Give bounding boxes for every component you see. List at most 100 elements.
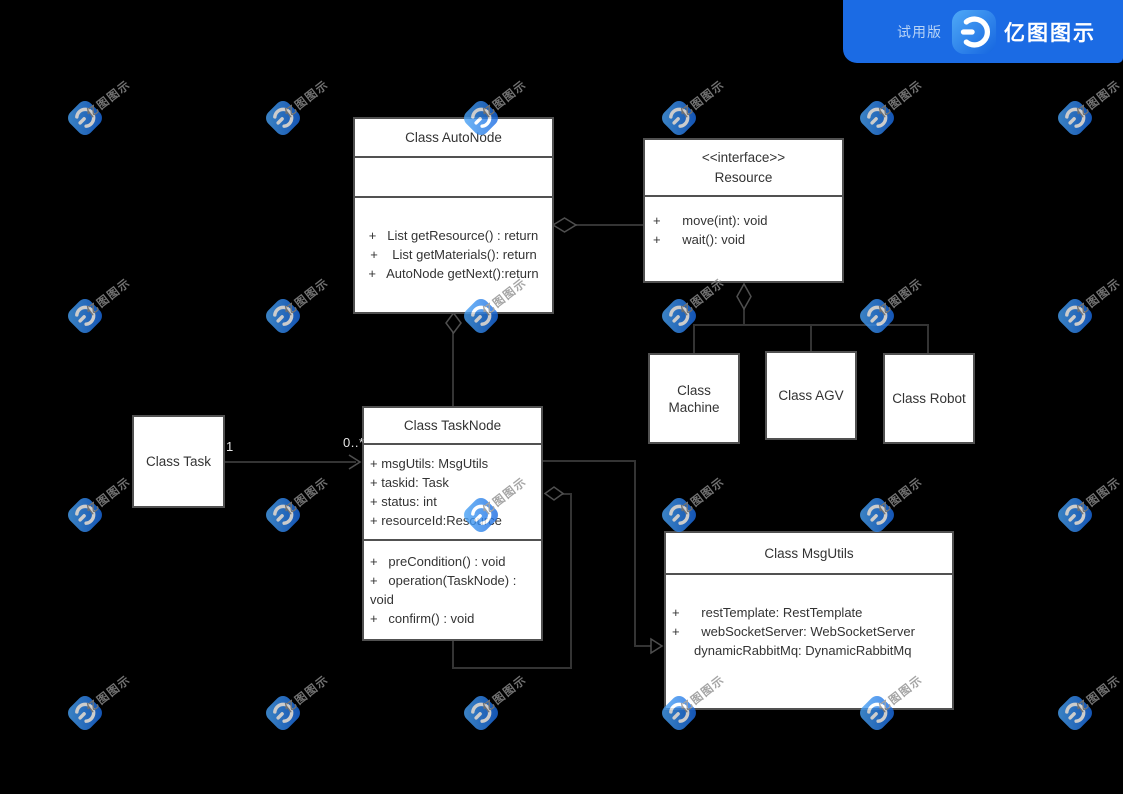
attribute-line: + restTemplate: RestTemplate	[672, 605, 863, 620]
watermark-logo-icon	[266, 101, 300, 135]
open-arrowhead-icon	[348, 454, 362, 470]
class-box-autonode[interactable]: Class AutoNode + List getResource() : re…	[353, 117, 554, 314]
watermark-logo-icon	[266, 497, 300, 532]
watermark-text: 亿图图示	[1074, 475, 1123, 517]
trial-version-label: 试用版	[897, 23, 942, 40]
methods-section: + List getResource() : return + List get…	[355, 198, 552, 283]
watermark-text: 亿图图示	[84, 475, 134, 517]
attribute-line: + status: int	[370, 494, 437, 509]
connector-segment	[452, 667, 572, 669]
attributes-section	[355, 158, 552, 198]
attribute-line: + taskid: Task	[370, 475, 449, 490]
method-line: void	[370, 592, 394, 607]
class-box-msgutils[interactable]: Class MsgUtils + restTemplate: RestTempl…	[664, 531, 954, 710]
class-title: Class TaskNode	[364, 408, 541, 445]
watermark-text: 亿图图示	[876, 78, 926, 121]
connector-segment	[561, 493, 572, 495]
method-line: + List getMaterials(): return	[370, 247, 537, 262]
connector-segment	[634, 645, 651, 647]
watermark-text: 亿图图示	[876, 277, 926, 319]
watermark-logo-icon	[464, 696, 498, 730]
class-box-tasknode[interactable]: Class TaskNode + msgUtils: MsgUtils + ta…	[362, 406, 543, 641]
watermark-text: 亿图图示	[480, 78, 530, 121]
brand-name-label: 亿图图示	[1004, 21, 1096, 45]
connector-resource-machine	[693, 324, 695, 353]
watermark-logo-icon	[860, 299, 894, 334]
watermark-text: 亿图图示	[282, 78, 332, 121]
methods-section: + preCondition() : void + operation(Task…	[364, 541, 541, 628]
attributes-section: + msgUtils: MsgUtils + taskid: Task + st…	[364, 445, 541, 541]
aggregation-diamond-icon	[736, 283, 752, 310]
watermark-logo-icon	[1058, 497, 1092, 532]
class-box-machine[interactable]: Class Machine	[648, 353, 740, 444]
watermark-logo-icon	[68, 299, 102, 334]
watermark-logo-icon	[266, 696, 300, 730]
method-line: + preCondition() : void	[370, 554, 506, 569]
aggregation-diamond-icon	[552, 217, 577, 233]
methods-section: + move(int): void + wait(): void	[645, 197, 842, 249]
watermark-logo-icon	[1058, 696, 1092, 730]
watermark-text: 亿图图示	[282, 475, 332, 517]
watermark-logo-icon	[1058, 299, 1092, 334]
watermark-logo-icon	[662, 101, 696, 135]
attribute-line: + webSocketServer: WebSocketServer	[672, 624, 915, 639]
connector-segment	[452, 641, 454, 668]
class-title: Class Task	[145, 454, 212, 469]
watermark-text: 亿图图示	[678, 78, 728, 121]
class-title: Class AutoNode	[355, 119, 552, 158]
watermark-logo-icon	[266, 299, 300, 334]
attribute-line: dynamicRabbitMq: DynamicRabbitMq	[694, 643, 912, 658]
edraw-logo-icon	[951, 9, 997, 54]
watermark-logo-icon	[662, 497, 696, 532]
watermark-logo-icon	[860, 497, 894, 532]
stereotype-label: <<interface>>	[701, 149, 786, 165]
trial-badge[interactable]: 试用版 亿图图示	[843, 0, 1123, 63]
watermark-logo-icon	[68, 696, 102, 730]
connector-segment	[743, 308, 745, 325]
method-line: + operation(TaskNode) :	[370, 573, 517, 588]
watermark-text: 亿图图示	[84, 78, 134, 121]
method-line: + move(int): void	[653, 213, 768, 228]
watermark-text: 亿图图示	[282, 277, 332, 319]
watermark-logo-icon	[68, 497, 102, 532]
watermark-text: 亿图图示	[480, 673, 530, 716]
connector-segment	[634, 460, 636, 647]
method-line: + confirm() : void	[370, 611, 475, 626]
multiplicity-label: 0..*	[343, 435, 365, 450]
watermark-logo-icon	[860, 101, 894, 135]
watermark-text: 亿图图示	[1074, 673, 1123, 716]
class-title: Class Robot	[892, 391, 966, 406]
class-box-agv[interactable]: Class AGV	[765, 351, 857, 440]
aggregation-diamond-icon	[445, 312, 462, 334]
connector-resource-robot	[927, 324, 929, 353]
class-box-robot[interactable]: Class Robot	[883, 353, 975, 444]
connector-autonode-resource	[576, 224, 643, 226]
connector-resource-agv	[810, 324, 812, 351]
watermark-text: 亿图图示	[84, 277, 134, 319]
attributes-section: + restTemplate: RestTemplate + webSocket…	[666, 575, 952, 660]
watermark-text: 亿图图示	[1074, 78, 1123, 121]
method-line: + List getResource() : return	[368, 228, 539, 243]
watermark-logo-icon	[1058, 101, 1092, 135]
method-line: + wait(): void	[653, 232, 746, 247]
watermark-text: 亿图图示	[84, 673, 134, 716]
connector-task-tasknode	[224, 461, 356, 463]
class-title: Class Machine	[668, 382, 720, 415]
hollow-triangle-arrowhead-icon	[650, 637, 664, 655]
interface-box-resource[interactable]: <<interface>> Resource + move(int): void…	[643, 138, 844, 283]
attribute-line: + resourceId:Resource	[370, 513, 502, 528]
connector-autonode-tasknode	[452, 332, 454, 406]
class-title: Class AGV	[778, 388, 844, 403]
class-title: Resource	[714, 169, 773, 185]
class-box-task[interactable]: Class Task	[132, 415, 225, 508]
multiplicity-label: 1	[226, 439, 234, 454]
connector-tasknode-msgutils	[543, 460, 636, 462]
watermark-text: 亿图图示	[678, 475, 728, 517]
watermark-text: 亿图图示	[1074, 277, 1123, 319]
class-title: Class MsgUtils	[666, 533, 952, 575]
attribute-line: + msgUtils: MsgUtils	[370, 456, 489, 471]
connector-segment	[570, 493, 572, 669]
aggregation-diamond-icon	[544, 486, 564, 501]
watermark-text: 亿图图示	[876, 475, 926, 517]
